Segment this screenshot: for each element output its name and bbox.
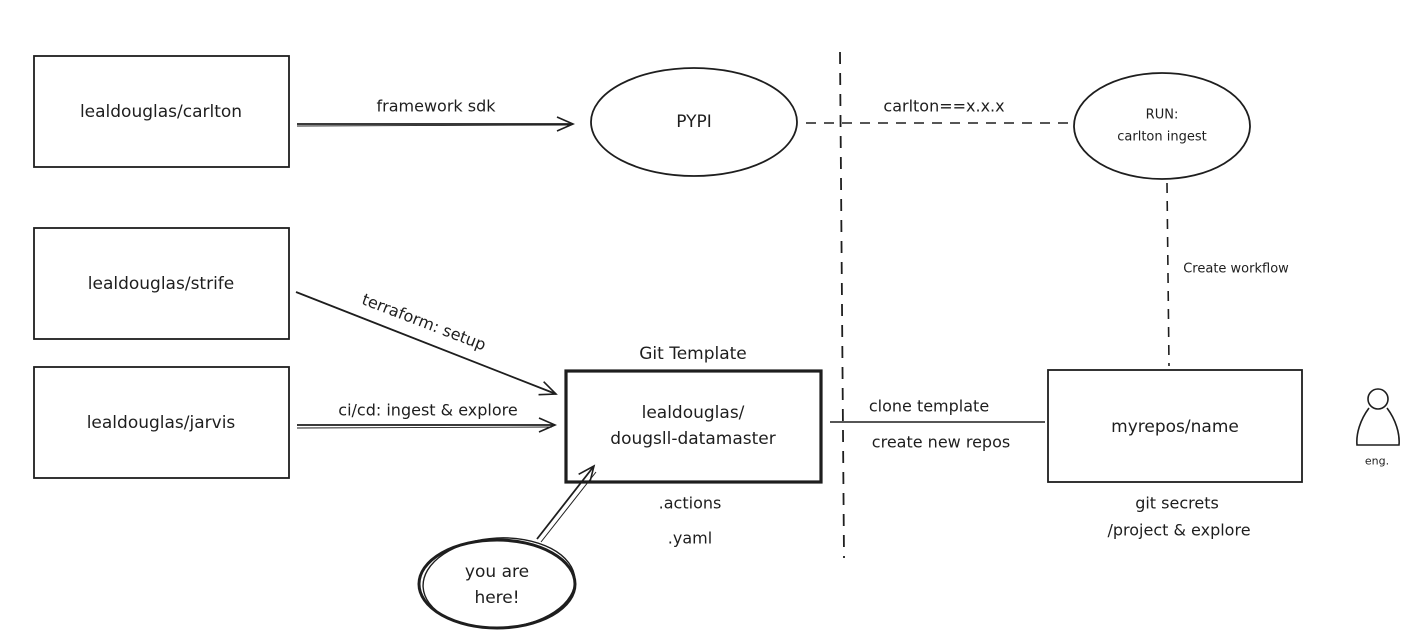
git-secrets-annotation: git secrets xyxy=(1135,493,1219,513)
engineer-person-icon xyxy=(1356,388,1400,446)
clone-template-label: clone template xyxy=(868,396,990,416)
here-label: here! xyxy=(474,588,520,608)
strife-box xyxy=(33,227,290,340)
create-new-repos-label: create new repos xyxy=(871,432,1011,452)
you-are-here-arrow xyxy=(536,464,596,540)
jarvis-repo-label: lealdouglas/jarvis xyxy=(86,413,236,433)
framework-sdk-label: framework sdk xyxy=(376,96,496,116)
project-explore-annotation: /project & explore xyxy=(1107,520,1251,540)
cicd-label: ci/cd: ingest & explore xyxy=(338,400,518,420)
run-label: RUN: xyxy=(1145,107,1179,123)
actions-annotation: .actions xyxy=(658,493,722,513)
pypi-label: PYPI xyxy=(676,112,712,132)
engineer-label: eng. xyxy=(1364,454,1390,468)
separator-dashed-line xyxy=(839,51,845,559)
template-repo-owner: lealdouglas/ xyxy=(641,403,745,423)
myrepos-box xyxy=(1047,369,1303,483)
template-repo-name: dougsll-datamaster xyxy=(610,429,776,449)
jarvis-box xyxy=(33,366,290,479)
terraform-arrow xyxy=(295,291,558,396)
run-command-label: carlton ingest xyxy=(1117,129,1207,145)
create-workflow-label: Create workflow xyxy=(1183,261,1289,277)
framework-sdk-arrow-sketch xyxy=(296,124,571,127)
yaml-annotation: .yaml xyxy=(667,528,713,548)
you-are-here-arrow-sketch xyxy=(540,471,597,543)
cicd-arrow-sketch xyxy=(296,426,553,429)
strife-repo-label: lealdouglas/strife xyxy=(87,274,235,294)
create-workflow-dashed-line xyxy=(1166,182,1170,367)
pypi-ellipse xyxy=(590,67,798,177)
you-are-label: you are xyxy=(464,562,530,582)
git-template-box xyxy=(564,369,823,484)
carlton-version-label: carlton==x.x.x xyxy=(883,96,1005,116)
git-template-title: Git Template xyxy=(639,344,747,364)
myrepos-label: myrepos/name xyxy=(1111,417,1239,437)
you-are-here-ellipse-sketch xyxy=(422,537,576,629)
carlton-repo-label: lealdouglas/carlton xyxy=(79,102,243,122)
run-ellipse xyxy=(1073,72,1251,180)
carlton-box xyxy=(33,55,290,168)
